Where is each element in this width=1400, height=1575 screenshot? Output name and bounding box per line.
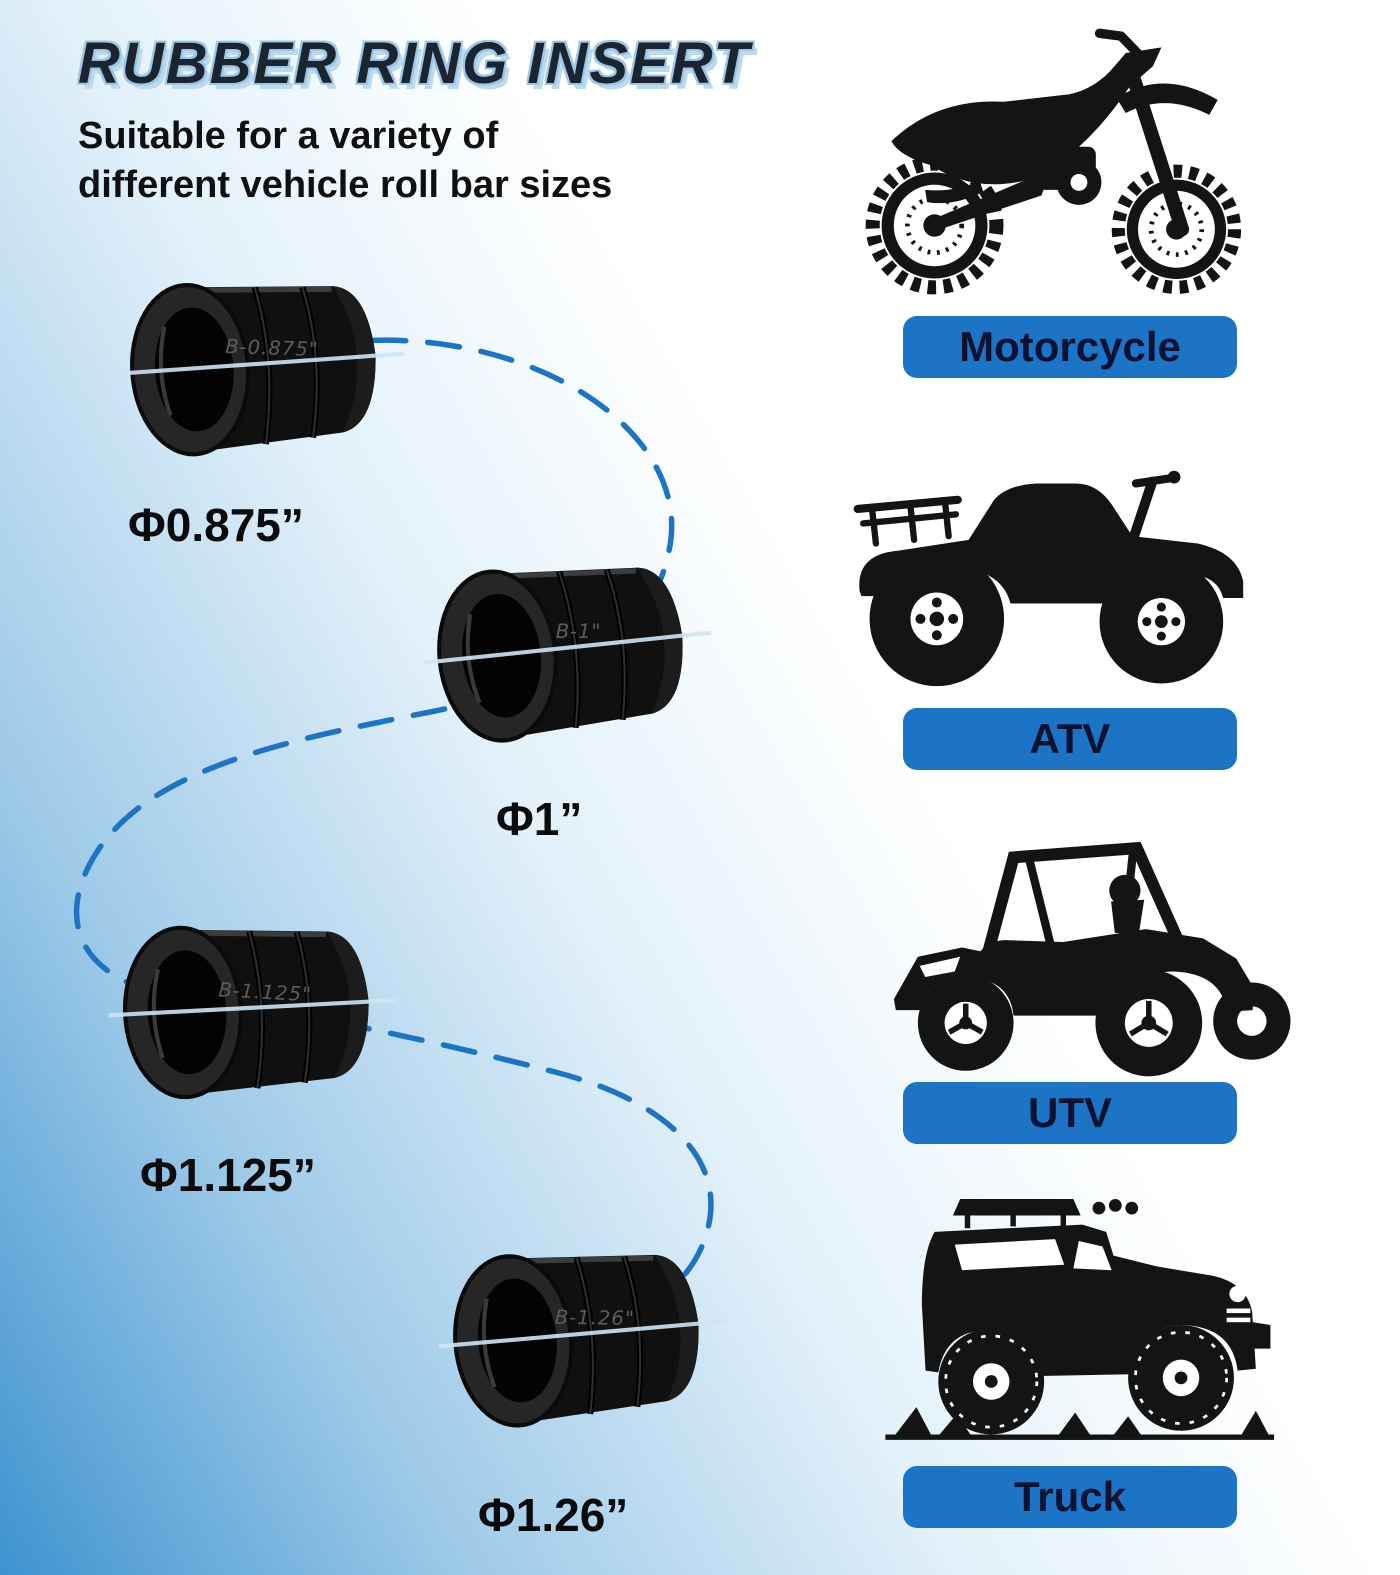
rubber-ring-0875-image: B-0.875" bbox=[97, 237, 422, 485]
truck-label-text: Truck bbox=[1013, 1473, 1127, 1520]
ring-caption-1: Φ1” bbox=[496, 793, 583, 845]
ring-engraving: B-1" bbox=[556, 620, 602, 643]
atv-icon bbox=[853, 470, 1244, 687]
rubber-ring-1125-image: B-1.125" bbox=[92, 884, 413, 1127]
rubber-ring-1125: B-1.125" bbox=[92, 884, 413, 1127]
rubber-ring-126-image: B-1.26" bbox=[419, 1205, 748, 1458]
ring-engraving: B-1.26" bbox=[555, 1306, 636, 1330]
truck-illustration bbox=[862, 1168, 1292, 1460]
atv-label-text: ATV bbox=[1029, 715, 1111, 762]
subtitle-line-1: Suitable for a variety of bbox=[78, 115, 499, 157]
rubber-ring-0875: B-0.875" bbox=[97, 237, 422, 485]
page-title: RUBBER RING INSERT bbox=[78, 31, 751, 96]
page-subtitle: Suitable for a variety of different vehi… bbox=[78, 112, 612, 211]
utv-icon bbox=[893, 841, 1291, 1077]
utv-illustration bbox=[818, 804, 1314, 1080]
atv-illustration bbox=[820, 398, 1290, 698]
utv-label: UTV bbox=[903, 1082, 1237, 1144]
motorcycle-label-text: Motorcycle bbox=[959, 323, 1181, 370]
truck-icon bbox=[885, 1199, 1275, 1440]
subtitle-line-2: different vehicle roll bar sizes bbox=[78, 164, 613, 207]
ring-caption-1125: Φ1.125” bbox=[140, 1149, 316, 1201]
rubber-ring-1-image: B-1" bbox=[401, 516, 733, 774]
motorcycle-illustration bbox=[828, 8, 1298, 308]
rubber-ring-1: B-1" bbox=[401, 516, 733, 774]
atv-label: ATV bbox=[903, 708, 1237, 770]
motorcycle-label: Motorcycle bbox=[903, 316, 1237, 378]
truck-label: Truck bbox=[903, 1466, 1237, 1528]
utv-label-text: UTV bbox=[1028, 1089, 1112, 1136]
ring-engraving: B-0.875" bbox=[225, 335, 319, 361]
ring-caption-0875: Φ0.875” bbox=[128, 499, 304, 551]
rubber-ring-126: B-1.26" bbox=[419, 1205, 748, 1458]
ring-engraving: B-1.125" bbox=[218, 978, 313, 1006]
motorcycle-icon bbox=[865, 28, 1242, 295]
ring-caption-126: Φ1.26” bbox=[478, 1489, 629, 1541]
